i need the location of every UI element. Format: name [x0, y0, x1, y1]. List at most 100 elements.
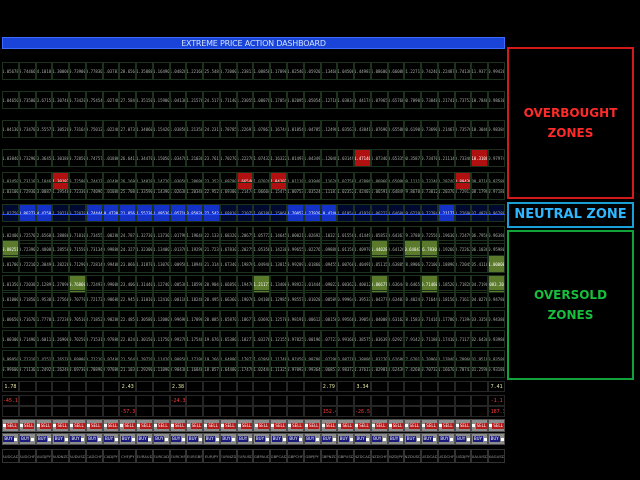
buy-button[interactable]: BUY — [238, 436, 249, 442]
buy-button[interactable]: BUY — [221, 436, 232, 442]
sell-button[interactable]: SELL — [408, 422, 421, 429]
price-cell: 0.74240 — [421, 62, 438, 80]
symbol-label[interactable]: GBPAUD — [253, 449, 271, 463]
price-cell: 1.00196 — [303, 330, 321, 348]
price-cell: 1.04820 — [169, 62, 187, 80]
sell-button[interactable]: SELL — [157, 422, 169, 429]
symbol-label[interactable]: GBPNZD — [320, 449, 338, 463]
buy-button[interactable]: BUY — [355, 436, 366, 442]
sell-button[interactable]: SELL — [207, 422, 219, 429]
buy-button[interactable]: BUY — [70, 436, 81, 442]
sell-button[interactable]: SELL — [458, 422, 471, 429]
symbol-label[interactable]: AUDUSD — [69, 449, 86, 463]
symbol-label[interactable]: EURGBP — [186, 449, 204, 463]
sell-button[interactable]: SELL — [6, 422, 18, 429]
symbol-label[interactable]: CADCHF — [85, 449, 103, 463]
symbol-label[interactable]: EURAUD — [136, 449, 153, 463]
price-cell: 1.68320 — [219, 226, 237, 244]
symbol-label[interactable]: NZDCHF — [370, 449, 388, 463]
buy-button[interactable]: BUY — [154, 436, 165, 442]
symbol-label[interactable]: EURNZD — [219, 449, 237, 463]
buy-button[interactable]: BUY — [137, 436, 148, 442]
symbol-label[interactable]: EURCHF — [169, 449, 187, 463]
buy-button[interactable]: BUY — [187, 436, 198, 442]
buy-button[interactable]: BUY — [405, 436, 416, 442]
buy-button[interactable]: BUY — [87, 436, 98, 442]
stat-empty-cell — [354, 395, 371, 406]
buy-button[interactable]: BUY — [288, 436, 299, 442]
symbol-label[interactable]: NZDUSD — [404, 449, 422, 463]
symbol-label[interactable]: CHFJPY — [119, 449, 137, 463]
symbol-label[interactable]: USDCAD — [421, 449, 438, 463]
sell-button[interactable]: SELL — [240, 422, 253, 429]
buy-button[interactable]: BUY — [389, 436, 400, 442]
sell-button[interactable]: SELL — [140, 422, 152, 429]
sell-button[interactable]: SELL — [291, 422, 303, 429]
symbol-label[interactable]: GBPCAD — [270, 449, 288, 463]
sell-button[interactable]: SELL — [173, 422, 186, 429]
sell-button[interactable]: SELL — [224, 422, 236, 429]
sell-button[interactable]: SELL — [22, 422, 35, 429]
price-cell: 1.67830 — [219, 240, 237, 258]
symbol-label[interactable]: CADJPY — [102, 449, 120, 463]
sell-button[interactable]: SELL — [106, 422, 119, 429]
buy-cell: BUY — [370, 433, 388, 445]
symbol-label[interactable]: XAGUSD — [488, 449, 505, 463]
buy-button[interactable]: BUY — [338, 436, 349, 442]
buy-button[interactable]: BUY — [104, 436, 115, 442]
price-cell: 1.26240 — [52, 360, 70, 378]
symbol-label[interactable]: GBPJPY — [303, 449, 321, 463]
symbol-label[interactable]: NZDJPY — [387, 449, 405, 463]
buy-button[interactable]: BUY — [204, 436, 215, 442]
sell-button[interactable]: SELL — [307, 422, 320, 429]
symbol-label[interactable]: AUDNZD — [52, 449, 70, 463]
sell-button[interactable]: SELL — [375, 422, 387, 429]
buy-button[interactable]: BUY — [254, 436, 266, 442]
sell-button[interactable]: SELL — [324, 422, 337, 429]
sell-button[interactable]: SELL — [89, 422, 102, 429]
sell-button[interactable]: SELL — [475, 422, 488, 429]
symbol-label[interactable]: GBPCHF — [287, 449, 304, 463]
price-cell: 1.21467 — [437, 120, 455, 138]
symbol-label[interactable]: NZDCAD — [354, 449, 371, 463]
sell-button[interactable]: SELL — [442, 422, 454, 429]
buy-button[interactable]: BUY — [171, 436, 182, 442]
buy-button[interactable]: BUY — [20, 436, 31, 442]
sell-button[interactable]: SELL — [123, 422, 136, 429]
sell-button[interactable]: SELL — [56, 422, 68, 429]
sell-button[interactable]: SELL — [39, 422, 52, 429]
symbol-label[interactable]: USDCHF — [437, 449, 455, 463]
buy-button[interactable]: BUY — [36, 436, 48, 442]
buy-button[interactable]: BUY — [3, 436, 14, 442]
symbol-label[interactable]: GBPUSD — [337, 449, 355, 463]
price-cell: 1.11750 — [152, 330, 170, 348]
symbol-label[interactable]: EURUSD — [236, 449, 254, 463]
buy-button[interactable]: BUY — [439, 436, 450, 442]
sell-button[interactable]: SELL — [190, 422, 203, 429]
symbol-label[interactable]: AUDCHF — [18, 449, 36, 463]
sell-button[interactable]: SELL — [358, 422, 370, 429]
buy-button[interactable]: BUY — [422, 436, 433, 442]
symbol-label[interactable]: EURJPY — [203, 449, 220, 463]
buy-button[interactable]: BUY — [305, 436, 316, 442]
sell-button[interactable]: SELL — [341, 422, 353, 429]
sell-button[interactable]: SELL — [274, 422, 286, 429]
symbol-label[interactable]: USDJPY — [454, 449, 472, 463]
sell-button[interactable]: SELL — [257, 422, 270, 429]
symbol-label[interactable]: EURCAD — [152, 449, 170, 463]
buy-button[interactable]: BUY — [271, 436, 282, 442]
symbol-label[interactable]: XAUUSD — [471, 449, 489, 463]
sell-button[interactable]: SELL — [425, 422, 437, 429]
sell-button[interactable]: SELL — [391, 422, 404, 429]
buy-button[interactable]: BUY — [472, 436, 483, 442]
symbol-label[interactable]: AUDCAD — [2, 449, 19, 463]
buy-button[interactable]: BUY — [321, 436, 333, 442]
sell-button[interactable]: SELL — [492, 422, 504, 429]
buy-button[interactable]: BUY — [456, 436, 467, 442]
buy-button[interactable]: BUY — [372, 436, 383, 442]
buy-button[interactable]: BUY — [120, 436, 131, 442]
sell-button[interactable]: SELL — [73, 422, 85, 429]
symbol-label[interactable]: AUDJPY — [35, 449, 53, 463]
buy-button[interactable]: BUY — [489, 436, 500, 442]
buy-button[interactable]: BUY — [53, 436, 64, 442]
